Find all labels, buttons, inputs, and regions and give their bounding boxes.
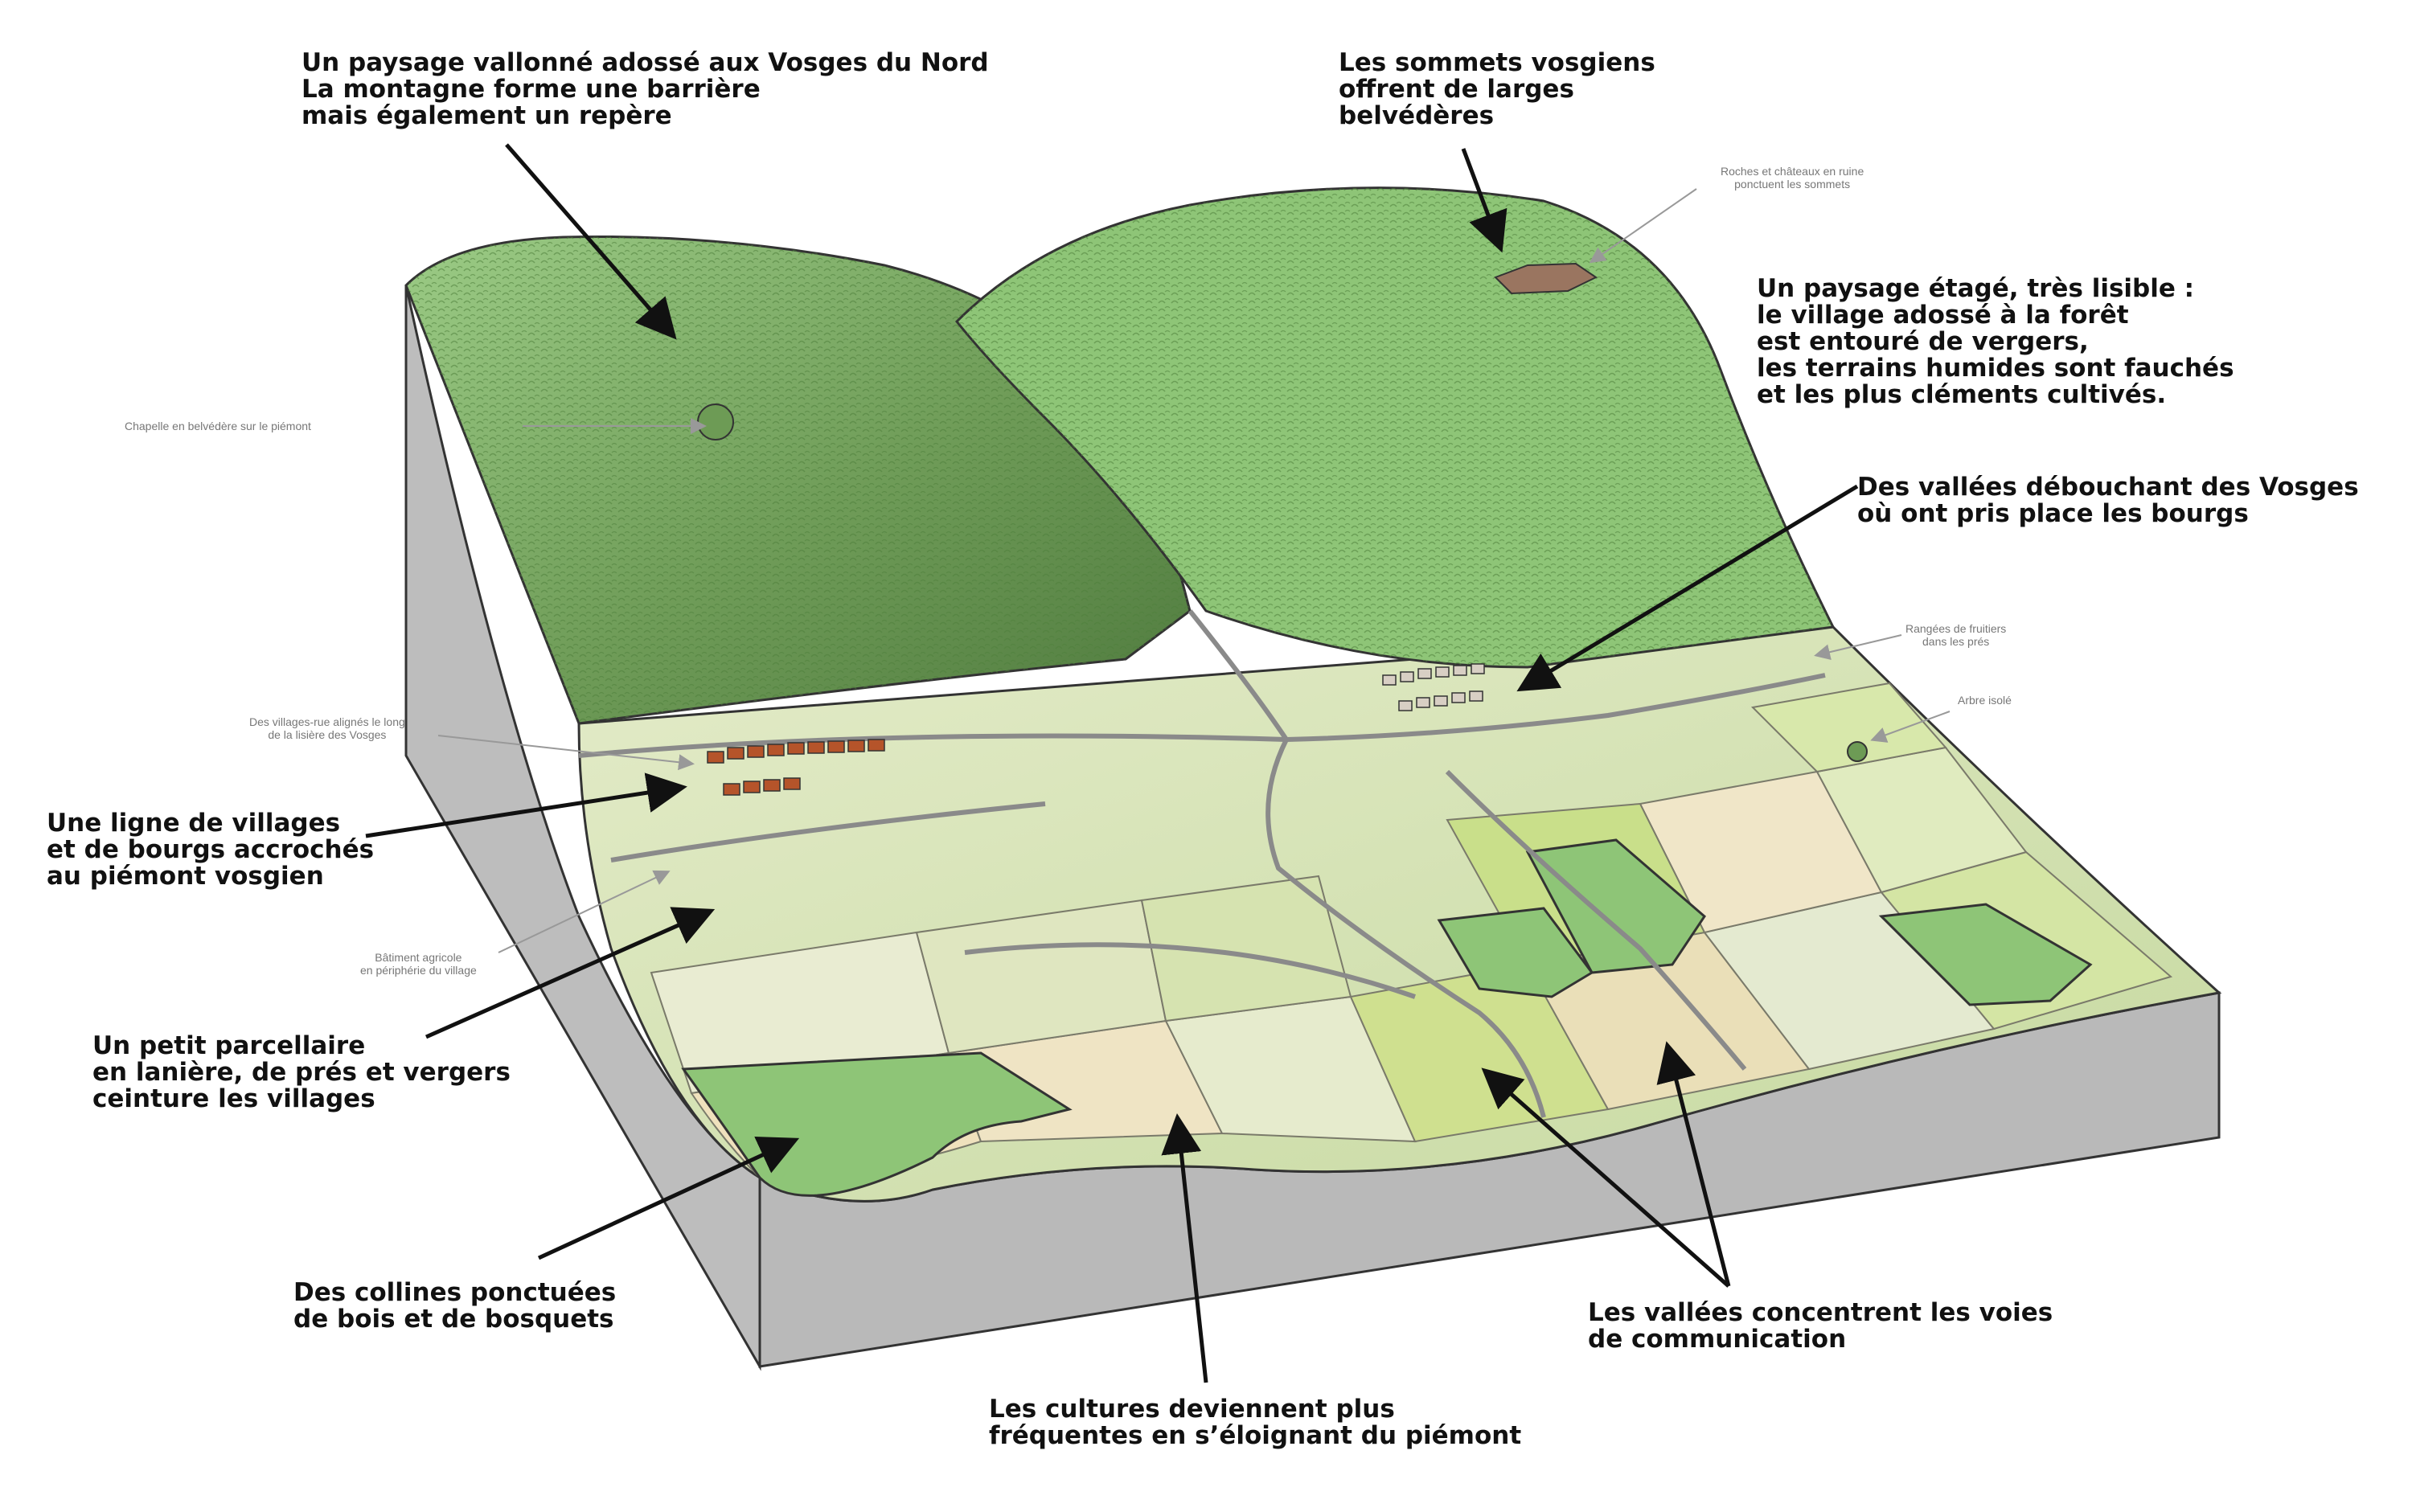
small-label-batiment: Bâtiment agricole en périphérie du villa… (360, 951, 477, 977)
small-label-arbre: Arbre isolé (1958, 694, 2012, 707)
annotation-arrows (365, 143, 1859, 1383)
small-label-fruitiers: Rangées de fruitiers dans les prés (1905, 622, 2007, 648)
village-left (707, 739, 885, 796)
label-villages: Une ligne de villages et de bourgs accro… (47, 809, 375, 891)
label-collines: Des collines ponctuées de bois et de bos… (293, 1278, 617, 1334)
isolated-tree (1847, 741, 1868, 762)
label-etage: Un paysage étagé, très lisible : le vill… (1757, 274, 2234, 409)
leader-lines (437, 188, 1951, 953)
village-right (1382, 663, 1485, 711)
label-voies: Les vallées concentrent les voies de com… (1588, 1298, 2053, 1354)
label-sommets: Les sommets vosgiens offrent de larges b… (1339, 48, 1655, 130)
chapel (697, 404, 734, 440)
label-parcellaire: Un petit parcellaire en lanière, de prés… (92, 1031, 511, 1113)
small-label-roches: Roches et châteaux en ruine ponctuent le… (1721, 165, 1864, 191)
small-label-villages-rue: Des villages-rue alignés le long de la l… (249, 715, 405, 741)
castle-ruins (1494, 262, 1598, 295)
roads (578, 609, 1826, 1118)
label-cultures: Les cultures deviennent plus fréquentes … (989, 1395, 1522, 1450)
label-vallees-bourgs: Des vallées débouchant des Vosges où ont… (1857, 473, 2359, 528)
label-vosges: Un paysage vallonné adossé aux Vosges du… (302, 48, 989, 130)
small-label-chapelle: Chapelle en belvédère sur le piémont (125, 420, 311, 432)
